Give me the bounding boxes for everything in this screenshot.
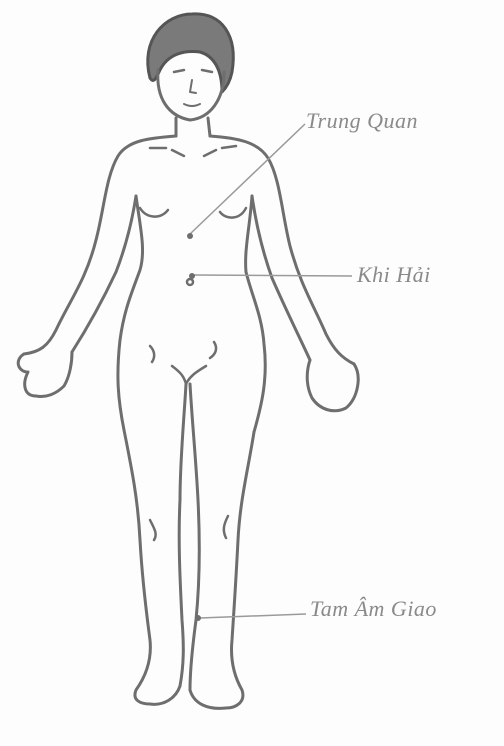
left-eye bbox=[174, 70, 184, 72]
right-clavicle bbox=[204, 146, 236, 156]
tam-am-giao-point bbox=[195, 615, 201, 621]
left-inner-arm bbox=[72, 196, 136, 352]
left-leg-inner bbox=[179, 384, 186, 686]
right-knee bbox=[224, 516, 228, 538]
tam-am-giao-leader bbox=[200, 614, 306, 618]
left-clavicle bbox=[150, 148, 184, 156]
left-leg-outer bbox=[124, 430, 180, 704]
khi-hai-leader bbox=[194, 275, 352, 276]
right-torso bbox=[246, 196, 266, 432]
trung-quan-point bbox=[187, 233, 193, 239]
trung-quan-label: Trung Quan bbox=[306, 108, 418, 134]
left-outer-arm bbox=[24, 136, 176, 354]
right-eye bbox=[202, 70, 212, 72]
leader-lines bbox=[190, 124, 352, 618]
pubic-line bbox=[172, 366, 206, 384]
left-breast bbox=[140, 208, 168, 217]
right-breast bbox=[220, 208, 246, 218]
left-knee bbox=[150, 520, 156, 540]
left-hip-mark bbox=[150, 346, 154, 362]
right-hip-mark bbox=[210, 342, 216, 358]
right-leg-inner bbox=[190, 384, 199, 690]
khi-hai-label: Khi Hải bbox=[357, 262, 431, 288]
nose bbox=[190, 80, 196, 93]
khi-hai-point bbox=[189, 273, 195, 279]
right-hand bbox=[307, 360, 358, 411]
hair bbox=[148, 14, 233, 92]
navel bbox=[187, 279, 193, 285]
face bbox=[158, 70, 224, 120]
trung-quan-leader bbox=[190, 124, 305, 234]
right-outer-arm bbox=[210, 136, 354, 364]
left-hand bbox=[18, 352, 72, 397]
mouth bbox=[184, 104, 200, 106]
tam-am-giao-label: Tam Âm Giao bbox=[310, 596, 437, 622]
neck-right bbox=[208, 118, 210, 136]
